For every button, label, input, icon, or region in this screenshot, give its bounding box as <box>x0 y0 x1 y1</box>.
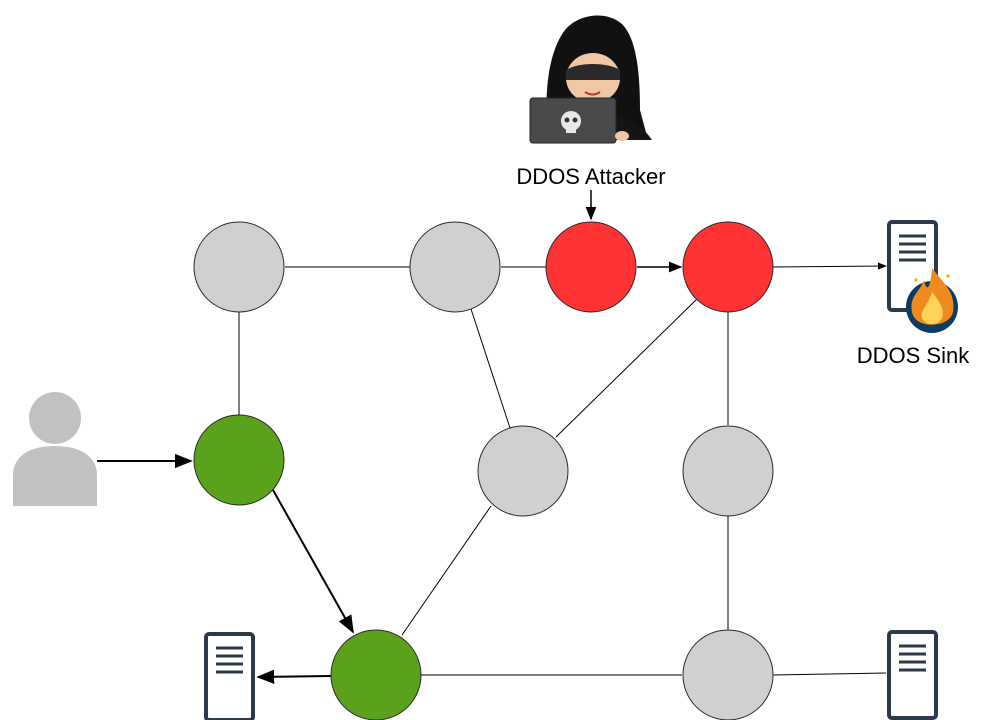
server-icon <box>204 632 255 720</box>
edges <box>238 266 887 676</box>
sink-label: DDOS Sink <box>857 343 970 368</box>
node-red <box>545 221 637 313</box>
arrows <box>97 190 887 684</box>
node-gray <box>477 425 569 517</box>
node-red <box>682 221 774 313</box>
attacker-label: DDOS Attacker <box>516 164 665 189</box>
node-green <box>330 629 422 720</box>
edge <box>470 308 511 429</box>
arrow-green-to-green <box>272 489 354 634</box>
node-gray <box>409 221 501 313</box>
node-gray <box>682 629 774 720</box>
node-green <box>193 414 285 506</box>
arrow-green-to-server <box>256 669 332 684</box>
nodes <box>193 221 774 720</box>
edge <box>555 297 699 438</box>
fire-icon <box>906 268 958 333</box>
node-gray <box>193 221 285 313</box>
attacker-icon <box>529 15 652 144</box>
user-icon <box>13 392 97 506</box>
edge <box>401 505 492 636</box>
edge <box>772 672 887 676</box>
node-gray <box>682 425 774 517</box>
server-icon <box>887 630 938 720</box>
arrow-red-to-sink <box>772 262 887 270</box>
